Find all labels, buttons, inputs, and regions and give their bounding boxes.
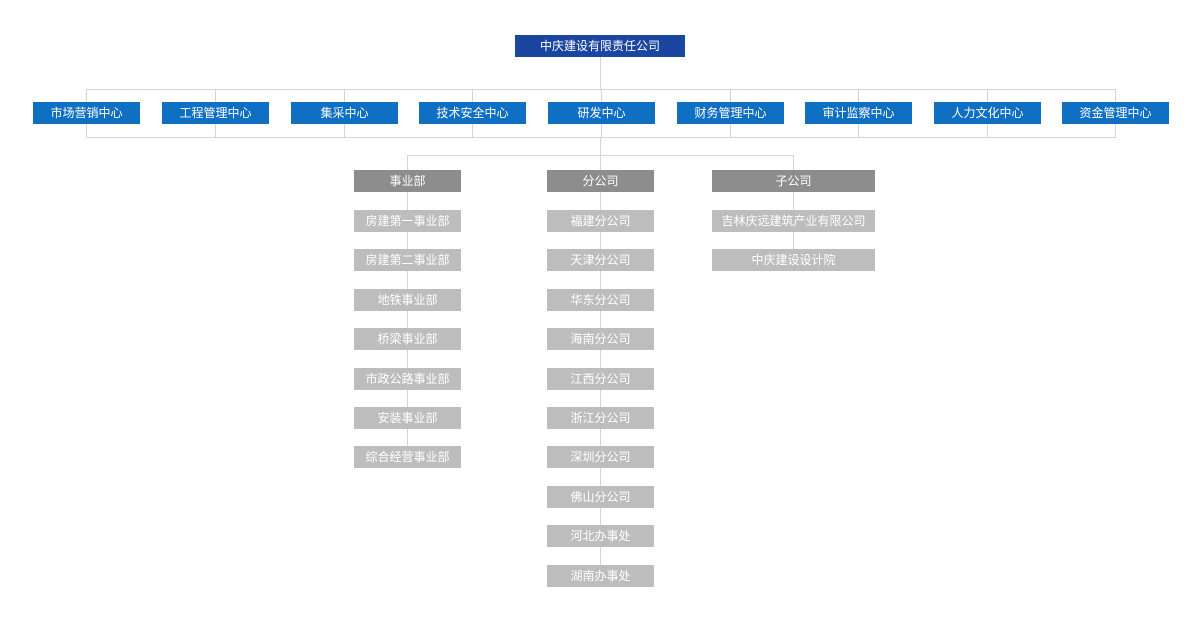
unit-box: 房建第一事业部 (354, 210, 461, 232)
group-header-box: 分公司 (547, 170, 654, 192)
root-stem-line (600, 57, 601, 89)
department-box: 集采中心 (291, 102, 398, 124)
department-box: 财务管理中心 (677, 102, 784, 124)
unit-box: 综合经营事业部 (354, 446, 461, 468)
unit-box: 佛山分公司 (547, 486, 654, 508)
unit-box: 市政公路事业部 (354, 368, 461, 390)
unit-box: 吉林庆远建筑产业有限公司 (712, 210, 875, 232)
unit-box: 深圳分公司 (547, 446, 654, 468)
unit-box: 华东分公司 (547, 289, 654, 311)
department-box: 市场营销中心 (33, 102, 140, 124)
unit-box: 天津分公司 (547, 249, 654, 271)
unit-box: 地铁事业部 (354, 289, 461, 311)
groups-stem-line (600, 137, 601, 155)
unit-box: 河北办事处 (547, 525, 654, 547)
department-box: 资金管理中心 (1062, 102, 1169, 124)
unit-box: 浙江分公司 (547, 407, 654, 429)
group-header-box: 事业部 (354, 170, 461, 192)
root-company-box: 中庆建设有限责任公司 (515, 35, 685, 57)
unit-box: 福建分公司 (547, 210, 654, 232)
group-header-box: 子公司 (712, 170, 875, 192)
unit-box: 中庆建设设计院 (712, 249, 875, 271)
unit-box: 海南分公司 (547, 328, 654, 350)
dept-frame-bottom-line (86, 137, 1116, 138)
department-box: 研发中心 (548, 102, 655, 124)
department-box: 技术安全中心 (419, 102, 526, 124)
department-box: 工程管理中心 (162, 102, 269, 124)
group-spine-line (600, 155, 601, 576)
unit-box: 江西分公司 (547, 368, 654, 390)
unit-box: 桥梁事业部 (354, 328, 461, 350)
unit-box: 房建第二事业部 (354, 249, 461, 271)
unit-box: 安装事业部 (354, 407, 461, 429)
department-box: 审计监察中心 (805, 102, 912, 124)
group-spine-line (793, 155, 794, 260)
unit-box: 湖南办事处 (547, 565, 654, 587)
department-box: 人力文化中心 (934, 102, 1041, 124)
